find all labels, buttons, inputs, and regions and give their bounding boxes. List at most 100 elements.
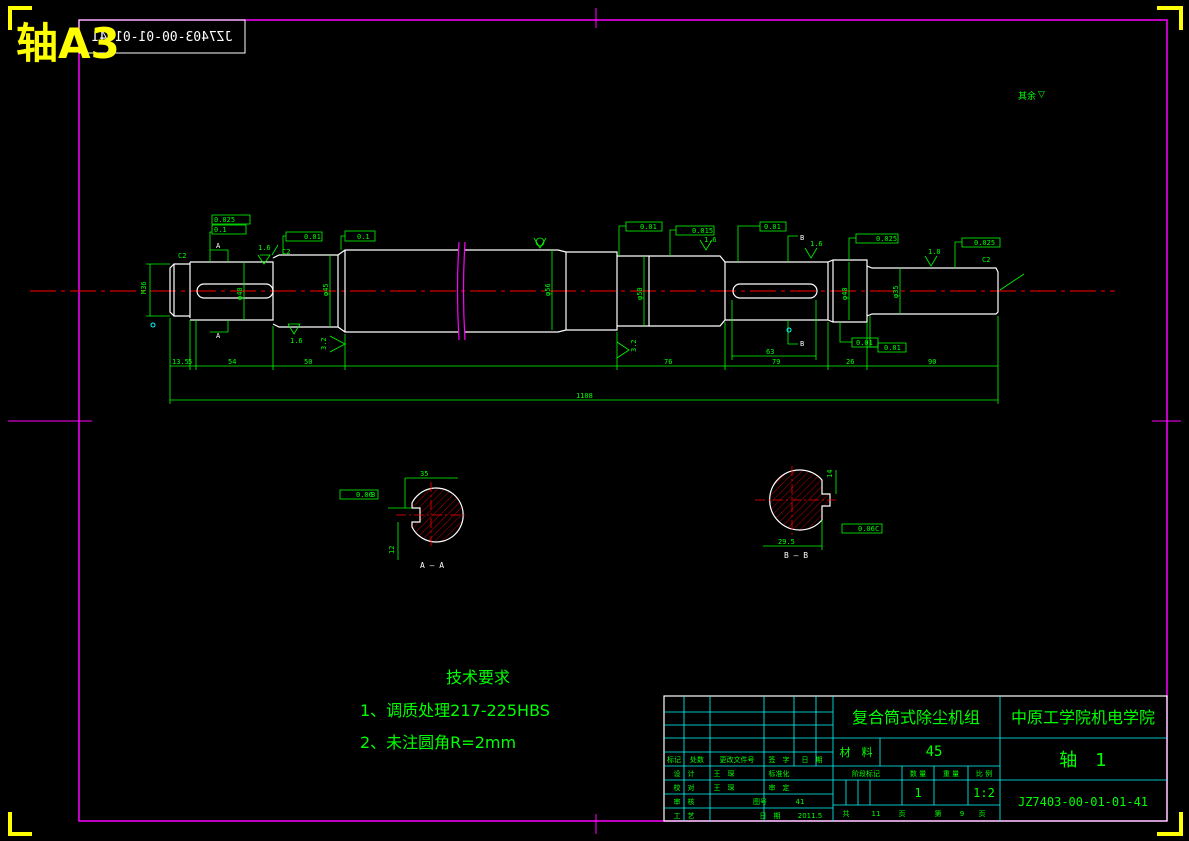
chamfer-step: C2 [282, 248, 290, 256]
tb-sheet-total-label: 共 [843, 809, 850, 818]
tb-quantity: 1 [914, 786, 921, 800]
len-50: 50 [304, 358, 312, 366]
gdt-value-6: 0.015 [692, 227, 713, 235]
code-mirrored: JZ7403-00-01-01-41 [92, 30, 233, 45]
tb-col-3: 更改文件号 [720, 755, 755, 764]
tb-stage-2: 数 量 [910, 769, 926, 778]
gdt-value-2: 0.1 [214, 226, 227, 234]
tb-sheet-total: 11 [872, 810, 881, 818]
len-79: 79 [772, 358, 780, 366]
inner-frame [78, 19, 1168, 822]
tb-r1-c1: 设 计 [674, 769, 695, 778]
tb-r3-c3: 图号 [753, 798, 767, 806]
gdt-value-8: 0.025 [876, 235, 897, 243]
corner-bl [8, 812, 32, 836]
sec-b-key: 14 [826, 470, 834, 478]
tb-r2-c3: 审 定 [769, 783, 790, 792]
tb-stage-4: 比 例 [976, 769, 992, 778]
tb-r3-c4: 41 [796, 798, 805, 806]
tech-requirements: 技术要求 1、调质处理217-225HBS 2、未注圆角R=2mm [360, 668, 550, 752]
dia-40: φ40 [236, 287, 244, 300]
tb-material-value: 45 [926, 744, 943, 760]
tech-req-item-2: 2、未注圆角R=2mm [360, 733, 516, 752]
tb-col-4: 签 字 [769, 755, 790, 764]
gdt-value-7: 0.01 [764, 223, 781, 231]
tb-r4-c4: 2011.5 [798, 812, 823, 820]
tb-part-name: 轴 1 [1059, 750, 1106, 771]
rough-4: 3.2 [630, 339, 638, 352]
center-marks [150, 322, 792, 333]
corner-tl [8, 6, 32, 30]
dia-40b: φ40 [841, 287, 849, 300]
len-overall: 1108 [576, 392, 593, 400]
tb-col-5: 日 期 [802, 756, 823, 764]
gdt-value-3: 0.01 [304, 233, 321, 241]
len-13-5: 13.5 [172, 358, 189, 366]
dim-text: C2 C2 C2 M36 φ40 φ45 φ56 φ50 φ40 φ35 1.6… [140, 236, 990, 400]
shaft-outline [169, 249, 999, 333]
rough-8: 1.0 [928, 248, 941, 256]
roughness-note-symbol: ▽ [1038, 90, 1045, 100]
corner-tr [1157, 6, 1183, 30]
section-markers-text: A A B B [216, 234, 804, 348]
tb-r3-c1: 审 核 [674, 797, 695, 806]
tb-r4-c3: 日 期 [760, 812, 781, 820]
sec-b-sym-value: 0.06 [858, 525, 875, 533]
len-76: 76 [664, 358, 672, 366]
dia-45: φ45 [322, 283, 330, 296]
tb-r4-c1: 工 艺 [674, 812, 695, 820]
title-overlay: 轴A3 [16, 19, 120, 68]
tb-material-label: 材 料 [840, 745, 873, 759]
sec-a-width: 35 [420, 470, 428, 478]
tb-r1-c2: 王 琛 [714, 770, 735, 778]
sec-a-key: 12 [388, 546, 396, 554]
gdt-value-11: 0.01 [884, 344, 901, 352]
tb-sheet-unit: 页 [899, 810, 906, 818]
len-26: 26 [846, 358, 854, 366]
frame-center-ticks [8, 8, 1181, 834]
tb-r2-c1: 校 对 [674, 783, 695, 792]
roughness-note-label: 其余 [1018, 90, 1036, 102]
sec-b-label: B — B [784, 551, 808, 560]
tb-sheet-no-label: 第 [935, 809, 942, 818]
rough-1: 1.6 [258, 244, 271, 252]
gdt-text: 0.025 0.1 0.01 0.1 0.01 0.015 0.01 0.025… [214, 216, 995, 352]
chamfer-right: C2 [982, 256, 990, 264]
sec-a-sym-datum: B [371, 491, 375, 499]
gdt-value-10: 0.01 [856, 339, 873, 347]
rough-6: 1.6 [810, 240, 823, 248]
sec-b-width: 29.5 [778, 538, 795, 546]
chamfer-left: C2 [178, 252, 186, 260]
tb-stage-3: 重 量 [943, 770, 959, 778]
title-block: 复合筒式除尘机组 中原工学院机电学院 材 料 45 轴 1 JZ7403-00-… [663, 695, 1168, 822]
dia-50: φ50 [636, 287, 644, 300]
sec-a-label: A — A [420, 561, 444, 570]
sec-a-sym-value: 0.06 [356, 491, 373, 499]
sec-b-sym-datum: C [875, 525, 879, 533]
tb-col-1: 标记 [667, 755, 681, 764]
sec-b-top: B [800, 234, 804, 242]
tb-scale: 1:2 [973, 786, 995, 800]
gdt-value-9: 0.025 [974, 239, 995, 247]
sec-a-bot: A [216, 332, 221, 340]
code-box [78, 19, 246, 54]
dia-m36: M36 [140, 281, 148, 294]
gdt-value-5: 0.01 [640, 223, 657, 231]
tb-r1-c3: 标准化 [769, 769, 790, 778]
tech-req-heading: 技术要求 [446, 668, 510, 687]
sec-a-top: A [216, 242, 221, 250]
len-90: 90 [928, 358, 936, 366]
section-a: 35 12 0.06 B A — A [339, 470, 466, 570]
len-5: 5 [188, 358, 192, 366]
tb-sheet-unit2: 页 [979, 810, 986, 818]
tb-drawing-no: JZ7403-00-01-01-41 [1018, 795, 1148, 809]
tb-school: 中原工学院机电学院 [1011, 708, 1155, 727]
rough-2: 1.6 [290, 337, 303, 345]
len-54: 54 [228, 358, 236, 366]
dimension-lines [146, 225, 1025, 404]
tb-r2-c2: 王 琛 [714, 784, 735, 792]
gdt-value-4: 0.1 [357, 233, 370, 241]
rough-3: 3.2 [320, 337, 328, 350]
